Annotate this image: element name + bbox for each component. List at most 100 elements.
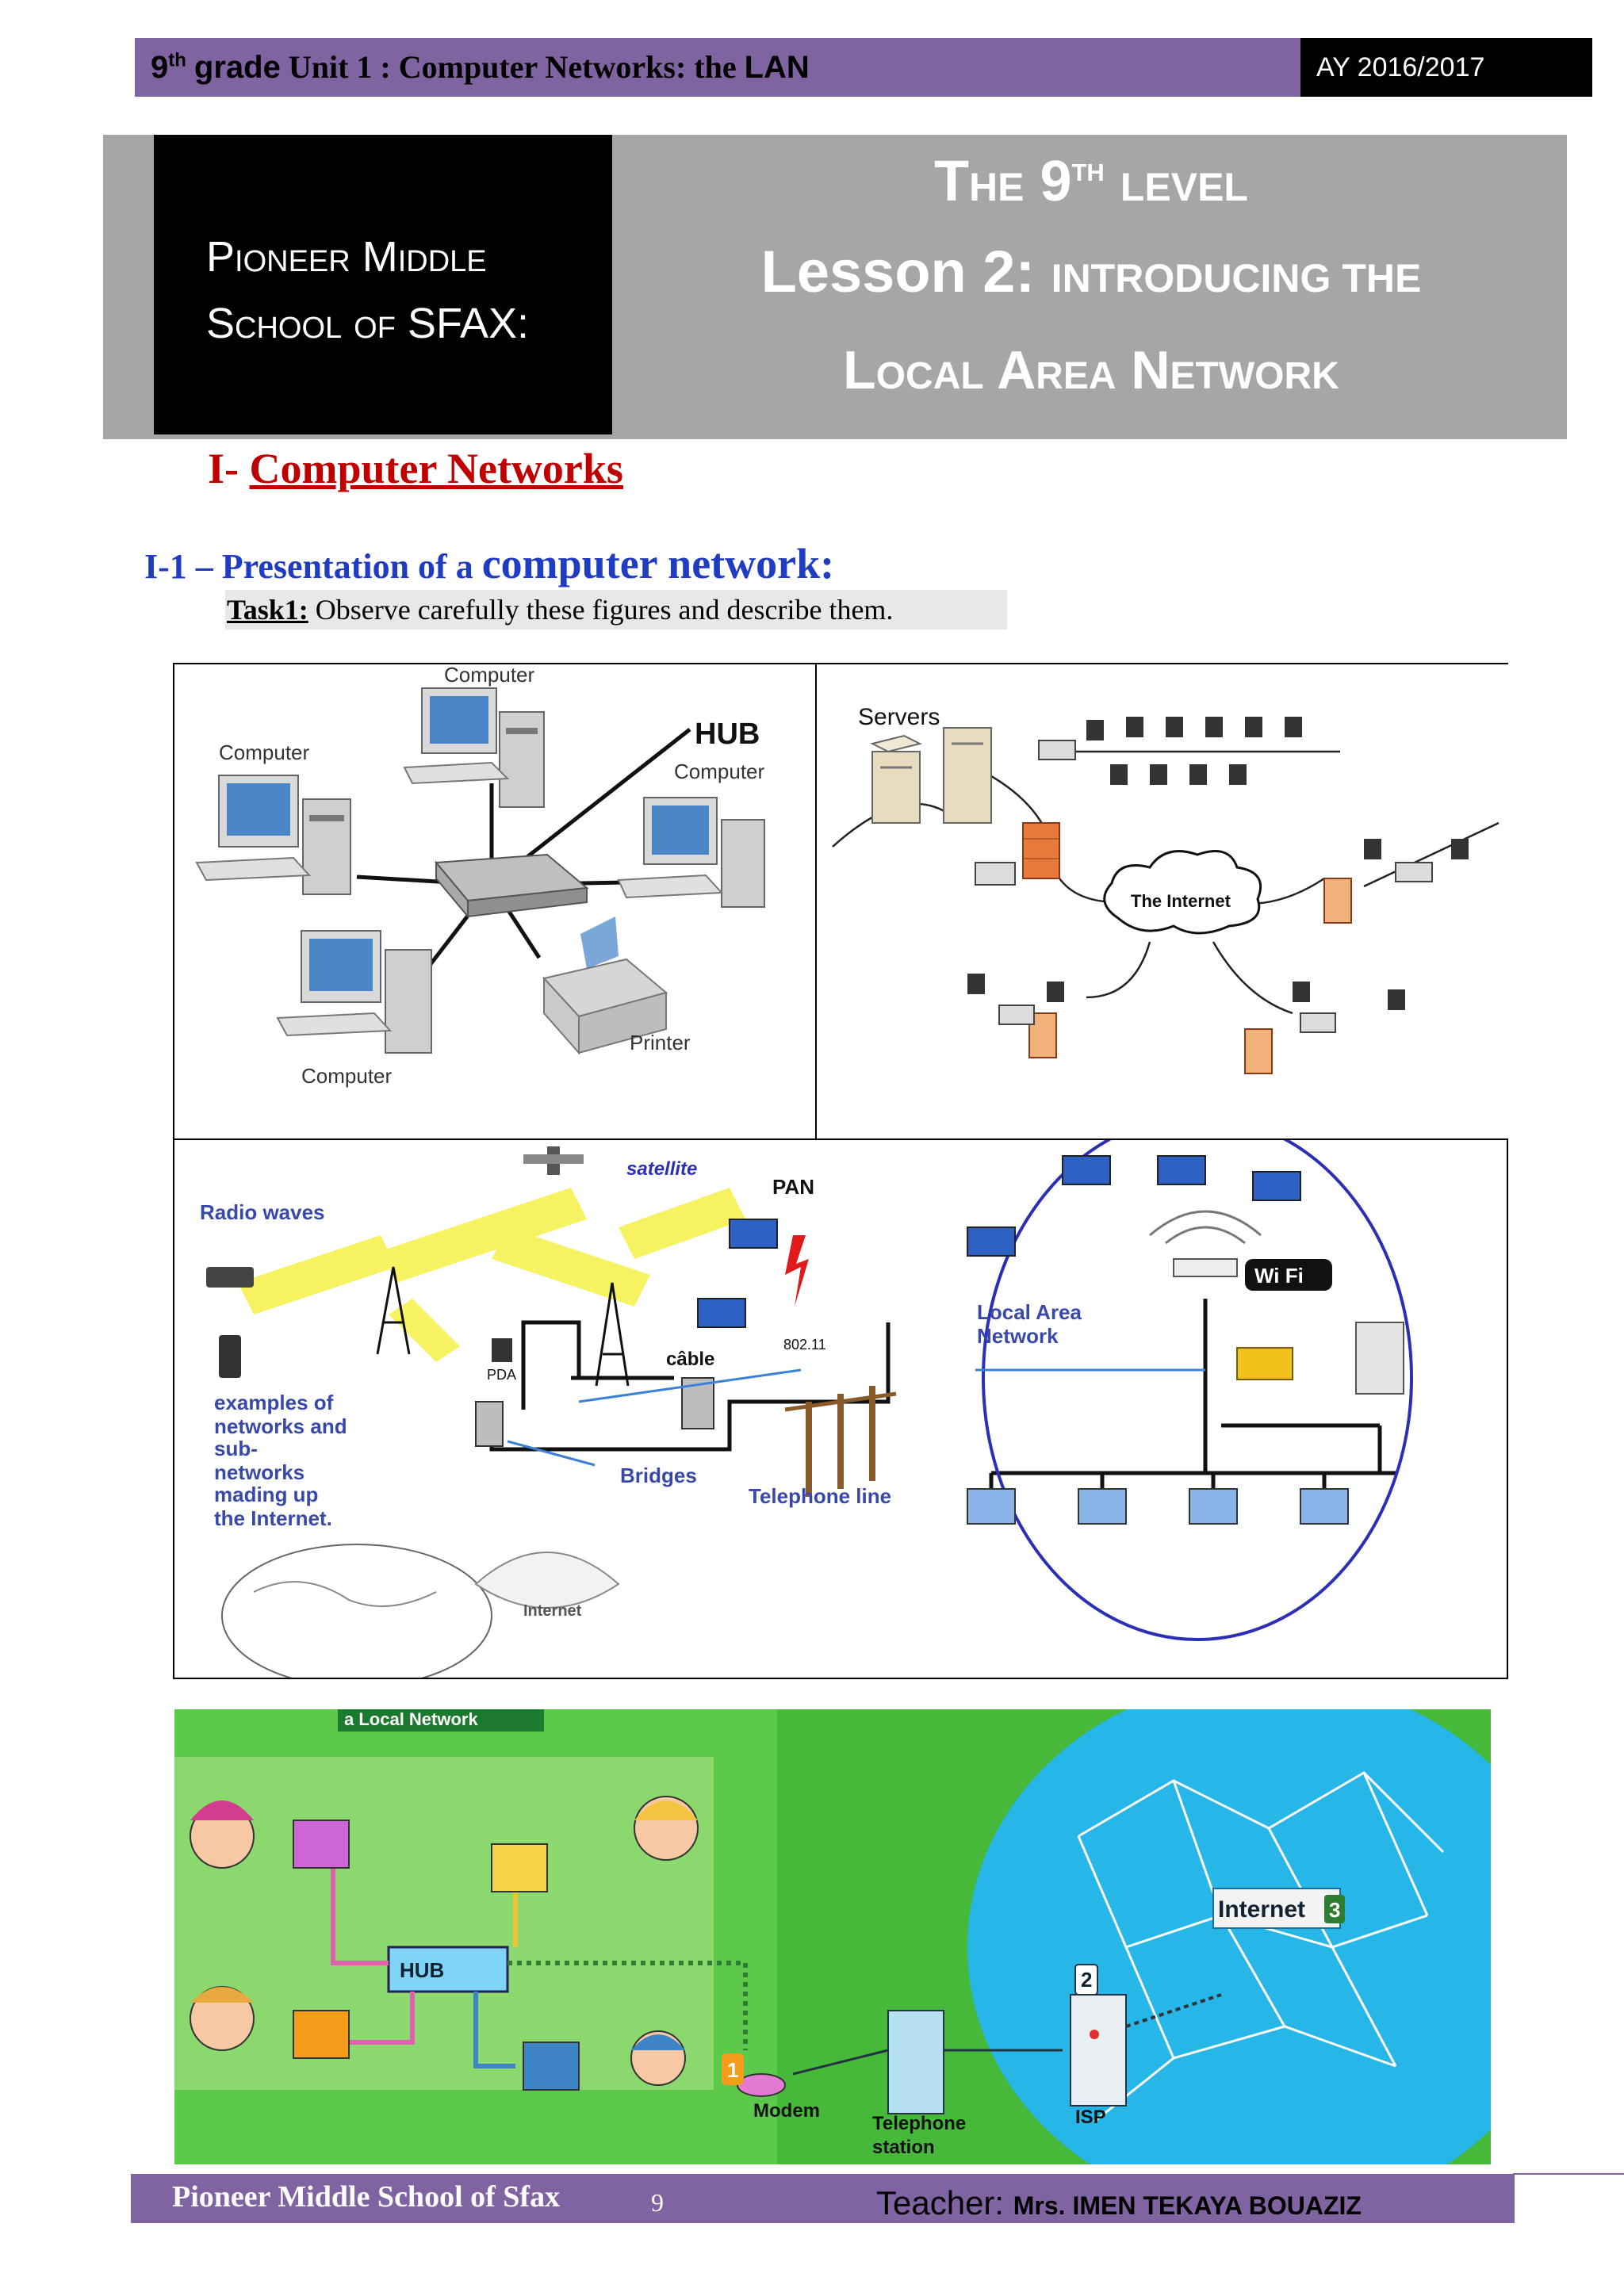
label-examples-1: examples of (214, 1391, 334, 1414)
label-bridges: Bridges (620, 1464, 697, 1487)
label-computer-top: Computer (444, 664, 534, 687)
label-the-internet: The Internet (1131, 891, 1231, 911)
footer-rule (1513, 2173, 1624, 2175)
level-sup: th (1071, 150, 1105, 189)
workstation-icons (967, 717, 1469, 1010)
section-heading-1-1: I-1 – Presentation of a computer network… (144, 539, 834, 588)
hub-box-icon (387, 1946, 509, 1993)
bridge-icons (475, 1377, 714, 1447)
internet-globe-icon (967, 1678, 1570, 2217)
figure-hub-network: Computer Computer HUB Computer Printer C… (174, 664, 817, 1140)
router-icons (975, 740, 1433, 1033)
isp-server-icon (1070, 1993, 1222, 2107)
globe-icon (221, 1544, 620, 1678)
section-heading-1: I- Computer Networks (208, 444, 623, 493)
level-post: level (1120, 150, 1248, 213)
lan-boundary (982, 1140, 1413, 1641)
figure-local-network-isp: a Local Network HUB Internet 1 2 3 Modem… (174, 1678, 1570, 2217)
house-interior (174, 1757, 714, 2090)
hub-network-diagram: Computer Computer HUB Computer Printer C… (195, 664, 765, 1088)
task-instruction: Task1: Observe carefully these figures a… (225, 590, 1007, 629)
lesson-pre: Lesson 2: (760, 239, 1036, 304)
unit-lan: LAN (744, 50, 810, 85)
label-internet-box: Internet (1218, 1896, 1305, 1923)
label-cable: câble (666, 1349, 714, 1370)
school-line-1: Pioneer Middle (206, 233, 487, 281)
grade-sup: th (168, 49, 186, 71)
figure-grid: Computer Computer HUB Computer Printer C… (173, 663, 1508, 1679)
antenna-towers (376, 1266, 630, 1387)
subsection-pre: I-1 – Presentation of a (144, 547, 473, 586)
laptop-icons (697, 1155, 1301, 1328)
lesson-post: introducing the (1051, 256, 1422, 300)
grade-num: 9 (151, 50, 169, 85)
academic-year: AY 2016/2017 (1300, 38, 1592, 97)
label-pan: PAN (772, 1175, 814, 1199)
label-badge-3: 3 (1329, 1898, 1340, 1922)
teacher-label: Teacher: (876, 2184, 1005, 2221)
page-footer: Pioneer Middle School of Sfax 9 Teacher:… (131, 2174, 1515, 2223)
people-figures (190, 1796, 699, 2086)
hub-device-icon (434, 853, 589, 919)
task-label: Task1: (227, 594, 308, 626)
mobile-device-icons (206, 1267, 512, 1378)
section-num: I- (208, 445, 239, 492)
radio-waves-graphic (238, 1188, 745, 1362)
lan-wan-diagram: satellite PAN Radio waves Wi Fi Local Ar… (200, 1140, 1413, 1678)
wireless-link-icon (785, 1235, 809, 1307)
label-examples-4: networks (214, 1460, 304, 1484)
label-servers: Servers (858, 704, 940, 730)
unit-text: Unit 1 : Computer Networks: the (288, 49, 737, 85)
grade-word: grade (193, 50, 281, 85)
label-pda: PDA (487, 1367, 516, 1383)
desktop-icons (967, 1488, 1349, 1525)
local-network-diagram: a Local Network HUB Internet 1 2 3 Modem… (174, 1678, 1570, 2217)
subsection-post: computer network: (481, 540, 835, 587)
telephone-poles (784, 1386, 897, 1497)
home-computer-icons (293, 1820, 580, 2091)
label-local-network: a Local Network (344, 1709, 478, 1729)
school-line-2: School of SFAX: (206, 300, 529, 347)
label-examples-2: networks and (214, 1414, 347, 1438)
footer-teacher: Teacher: Mrs. IMEN TEKAYA BOUAZIZ (876, 2174, 1362, 2235)
lan-printer-icon (1236, 1347, 1293, 1380)
label-badge-2: 2 (1081, 1968, 1092, 1992)
pointer-arrows (507, 1368, 1205, 1467)
teacher-name: Mrs. IMEN TEKAYA BOUAZIZ (1013, 2191, 1362, 2220)
page-header: 9th grade Unit 1 : Computer Networks: th… (135, 38, 1592, 97)
label-internet: Internet (523, 1602, 582, 1620)
label-lan-line2: Network (977, 1324, 1059, 1348)
title-block: Pioneer Middle School of SFAX: The 9th l… (103, 135, 1567, 439)
label-printer: Printer (630, 1031, 691, 1054)
printer-icon (542, 916, 668, 1055)
internet-cloud-icon (1103, 850, 1262, 935)
label-802-11: 802.11 (783, 1337, 826, 1353)
label-hub: HUB (695, 718, 760, 751)
label-lan-line1: Local Area (977, 1300, 1082, 1324)
label-satellite: satellite (626, 1158, 697, 1180)
local-cables (331, 1860, 748, 2068)
fig4-labels: a Local Network HUB Internet 1 2 3 Modem… (344, 1709, 1340, 2158)
computer-top-icon (403, 687, 545, 808)
page-number: 9 (651, 2188, 664, 2217)
computer-bottom-icon (276, 930, 432, 1054)
section-title: Computer Networks (249, 445, 623, 492)
fig3-labels: satellite PAN Radio waves Wi Fi Local Ar… (200, 1158, 1304, 1620)
modem-icon (737, 2073, 786, 2097)
label-hub-box: HUB (400, 1958, 444, 1982)
header-unit: 9th grade Unit 1 : Computer Networks: th… (135, 38, 1300, 97)
network-line: Local Area Network (843, 340, 1339, 400)
label-modem: Modem (753, 2100, 820, 2122)
label-computer-right: Computer (674, 760, 764, 783)
figure-lan-wan: satellite PAN Radio waves Wi Fi Local Ar… (174, 1140, 1507, 1678)
school-box: Pioneer Middle School of SFAX: (154, 135, 612, 434)
lan-server-icon (1355, 1322, 1404, 1395)
telephone-station-icon (792, 2010, 1063, 2114)
label-wifi: Wi Fi (1254, 1264, 1304, 1288)
label-station-2: station (872, 2137, 935, 2158)
level-line: The 9th level (615, 149, 1567, 214)
task-text: Observe carefully these figures and desc… (315, 594, 894, 626)
number-badges (722, 1895, 1345, 2085)
wifi-router-icon (1149, 1210, 1332, 1291)
computer-right-icon (617, 797, 765, 908)
